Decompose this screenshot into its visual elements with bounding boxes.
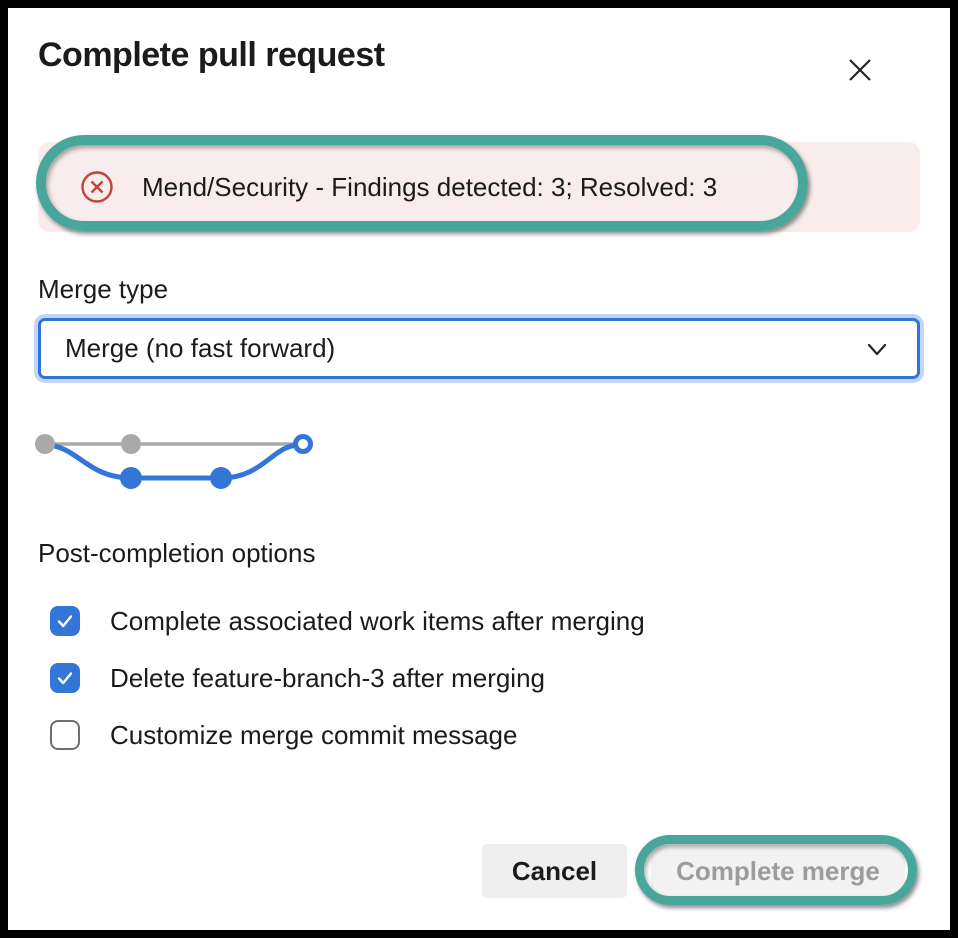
check-icon [57, 615, 73, 628]
cancel-button[interactable]: Cancel [482, 844, 627, 898]
option-delete-branch[interactable]: Delete feature-branch-3 after merging [50, 662, 910, 694]
option-label[interactable]: Complete associated work items after mer… [110, 605, 645, 636]
option-label[interactable]: Delete feature-branch-3 after merging [110, 662, 546, 693]
merge-type-selected-value: Merge (no fast forward) [65, 333, 336, 363]
complete-merge-button[interactable]: Complete merge [651, 845, 905, 898]
checkbox-customize-commit-message[interactable] [50, 720, 80, 750]
dialog-title: Complete pull request [38, 36, 385, 74]
error-circle-x-icon [80, 170, 114, 204]
close-icon [845, 55, 875, 85]
checkbox-complete-work-items[interactable] [50, 606, 80, 636]
option-complete-work-items[interactable]: Complete associated work items after mer… [50, 605, 910, 637]
checkbox-delete-branch[interactable] [50, 663, 80, 693]
check-icon [57, 672, 73, 685]
post-completion-options-label: Post-completion options [38, 538, 316, 568]
status-check-text: Mend/Security - Findings detected: 3; Re… [142, 171, 718, 202]
merge-type-select[interactable]: Merge (no fast forward) [38, 318, 920, 379]
option-customize-commit-message[interactable]: Customize merge commit message [50, 719, 910, 751]
option-label[interactable]: Customize merge commit message [110, 719, 518, 750]
status-check-alert: Mend/Security - Findings detected: 3; Re… [38, 142, 920, 232]
merge-type-label: Merge type [38, 274, 169, 304]
merge-no-fast-forward-diagram [35, 428, 325, 505]
close-button[interactable] [836, 46, 884, 94]
chevron-down-icon [863, 335, 891, 363]
